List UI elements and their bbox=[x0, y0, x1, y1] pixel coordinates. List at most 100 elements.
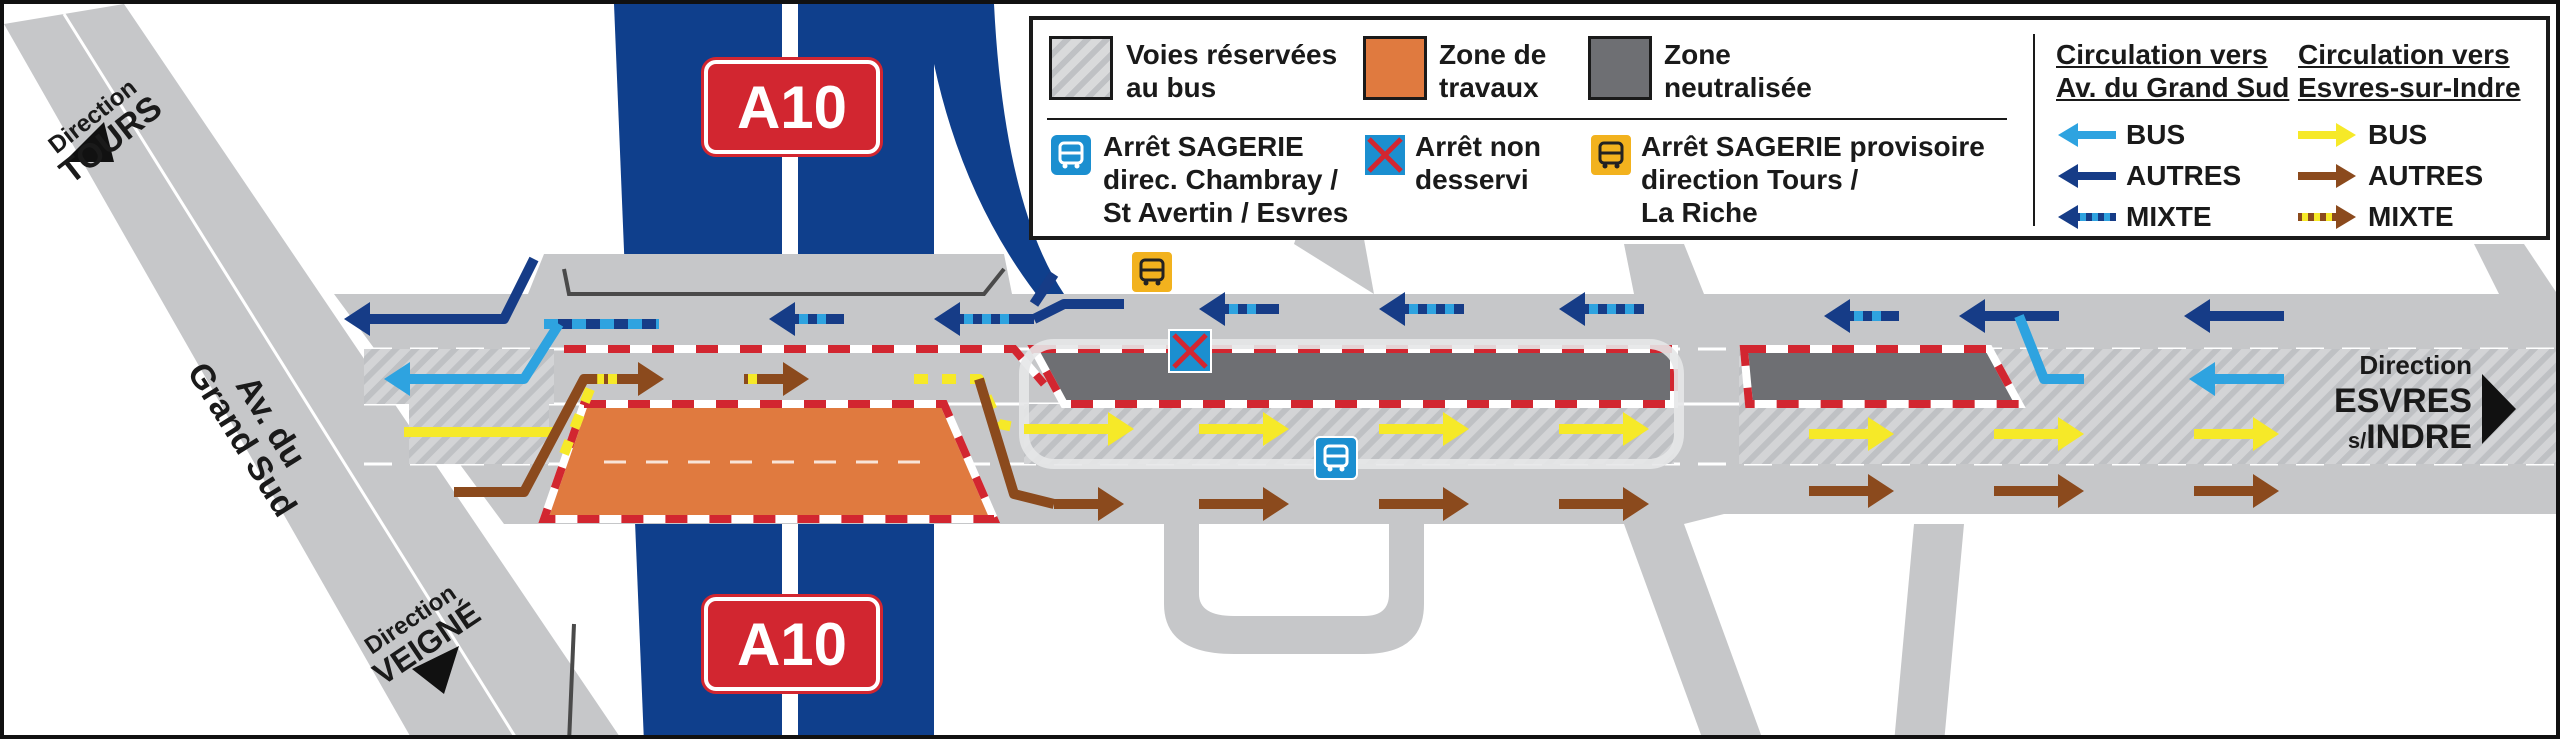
legend-flow-label: AUTRES bbox=[2368, 160, 2484, 191]
direction-place-suffix: INDRE bbox=[2366, 418, 2472, 456]
arrow-right-icon bbox=[2194, 417, 2279, 451]
a10-sign-north: A10 bbox=[704, 60, 880, 154]
bus-icon bbox=[1058, 141, 1084, 169]
map-canvas bbox=[4, 4, 2556, 735]
legend-line: Circulation vers bbox=[2056, 39, 2268, 70]
legend-not-served: Arrêt non desservi bbox=[1415, 130, 1541, 196]
arrow-left-icon bbox=[344, 302, 404, 336]
legend-line: Av. du Grand Sud bbox=[2056, 72, 2290, 103]
legend-line: desservi bbox=[1415, 164, 1529, 195]
legend-flow-item: BUS bbox=[2298, 118, 2427, 151]
arrow-left-icon bbox=[769, 302, 844, 336]
legend-line: direction Tours / bbox=[1641, 164, 1859, 195]
legend-line: Arrêt SAGERIE bbox=[1103, 131, 1304, 162]
direction-veigne-arrow bbox=[412, 646, 459, 694]
legend-line: travaux bbox=[1439, 72, 1539, 103]
arrow-right-icon bbox=[2298, 204, 2356, 229]
direction-place-line2: s/INDRE bbox=[2322, 420, 2472, 454]
arrow-left-icon bbox=[2058, 122, 2116, 147]
sagerie-stop-marker bbox=[1314, 436, 1358, 480]
legend-line: St Avertin / Esvres bbox=[1103, 197, 1349, 228]
legend-works: Zone de travaux bbox=[1439, 38, 1546, 104]
arrow-right-icon bbox=[1024, 412, 1134, 446]
bus-icon bbox=[1139, 258, 1165, 286]
arrow-right-icon bbox=[2194, 474, 2279, 508]
not-served-swatch bbox=[1363, 133, 1407, 177]
not-served-stop-marker bbox=[1168, 329, 1212, 373]
legend-neutralized: Zone neutralisée bbox=[1664, 38, 1812, 104]
arrow-left-icon bbox=[934, 302, 1034, 336]
direction-place-line1: ESVRES bbox=[2334, 382, 2472, 420]
legend-flow-label: BUS bbox=[2368, 119, 2428, 150]
legend: Voies réservées au bus Zone de travaux Z… bbox=[1029, 16, 2550, 240]
legend-flow-label: MIXTE bbox=[2126, 201, 2212, 232]
arrow-right-icon bbox=[2298, 163, 2356, 188]
direction-word: Direction bbox=[2359, 350, 2472, 380]
bridge-rails bbox=[562, 267, 1006, 735]
arrow-right-icon bbox=[1809, 474, 1894, 508]
direction-place-prefix: s/ bbox=[2347, 428, 2367, 453]
traffic-arrows bbox=[344, 256, 2284, 521]
arrow-left-icon bbox=[384, 362, 444, 396]
arrow-right-icon bbox=[1199, 487, 1289, 521]
legend-flow-item: MIXTE bbox=[2056, 200, 2212, 233]
arrow-right-icon bbox=[2298, 122, 2356, 147]
direction-esvres-label: Direction ESVRES s/INDRE bbox=[2322, 352, 2472, 454]
bus-icon bbox=[1598, 141, 1624, 169]
arrow-left-icon bbox=[2184, 299, 2284, 333]
arrow-right-icon bbox=[744, 362, 809, 396]
arrow-right-icon bbox=[1054, 487, 1124, 521]
arrow-left-icon bbox=[1559, 292, 1644, 326]
legend-line: Voies réservées bbox=[1126, 39, 1338, 70]
legend-flow-item: AUTRES bbox=[2056, 159, 2241, 192]
arrow-left-icon bbox=[1199, 292, 1279, 326]
legend-line: neutralisée bbox=[1664, 72, 1812, 103]
legend-flow-esvres-heading: Circulation vers Esvres-sur-Indre bbox=[2298, 38, 2521, 104]
arrow-right-icon bbox=[1559, 412, 1649, 446]
legend-line: au bus bbox=[1126, 72, 1217, 103]
route-ramp bbox=[1031, 299, 1124, 324]
temporary-stop-marker bbox=[1130, 250, 1174, 294]
direction-tours-arrow bbox=[64, 122, 114, 162]
arrow-right-icon bbox=[1199, 412, 1289, 446]
direction-esvres-arrow bbox=[2482, 374, 2516, 444]
legend-line: La Riche bbox=[1641, 197, 1758, 228]
arrow-right-icon bbox=[1379, 487, 1469, 521]
legend-flow-label: BUS bbox=[2126, 119, 2186, 150]
cross-icon bbox=[1367, 137, 1403, 173]
neutralized-swatch bbox=[1588, 36, 1652, 100]
arrow-right-icon bbox=[604, 362, 664, 396]
legend-line: Zone bbox=[1664, 39, 1731, 70]
route-bus-west bbox=[414, 321, 564, 384]
a10-sign-south: A10 bbox=[704, 597, 880, 691]
legend-line: Zone de bbox=[1439, 39, 1547, 70]
arrow-right-icon bbox=[1994, 417, 2084, 451]
route-other-west bbox=[374, 256, 539, 324]
legend-line: direc. Chambray / bbox=[1103, 164, 1338, 195]
bus-icon bbox=[1323, 444, 1349, 472]
bus-lanes-swatch bbox=[1049, 36, 1113, 100]
legend-flow-item: MIXTE bbox=[2298, 200, 2454, 233]
arrow-left-icon bbox=[2189, 362, 2284, 396]
legend-line: Arrêt non bbox=[1415, 131, 1541, 162]
sagerie-stop-swatch bbox=[1051, 135, 1091, 175]
arrow-left-icon bbox=[2058, 204, 2116, 229]
works-swatch bbox=[1363, 36, 1427, 100]
legend-temporary-stop: Arrêt SAGERIE provisoire direction Tours… bbox=[1641, 130, 1985, 229]
legend-sagerie-stop: Arrêt SAGERIE direc. Chambray / St Avert… bbox=[1103, 130, 1348, 229]
arrow-right-icon bbox=[1559, 487, 1649, 521]
route-ramp-up bbox=[1029, 271, 1059, 307]
temporary-stop-swatch bbox=[1589, 133, 1633, 177]
arrow-left-icon bbox=[1824, 299, 1899, 333]
route-bus-west-east bbox=[2014, 314, 2084, 384]
arrow-right-icon bbox=[1379, 412, 1469, 446]
legend-bus-lanes: Voies réservées au bus bbox=[1126, 38, 1337, 104]
legend-line: Circulation vers bbox=[2298, 39, 2510, 70]
arrow-right-icon bbox=[1994, 474, 2084, 508]
legend-flow-item: AUTRES bbox=[2298, 159, 2483, 192]
legend-flow-grand-sud-heading: Circulation vers Av. du Grand Sud bbox=[2056, 38, 2289, 104]
arrow-left-icon bbox=[1379, 292, 1464, 326]
legend-line: Arrêt SAGERIE provisoire bbox=[1641, 131, 1985, 162]
legend-flow-label: MIXTE bbox=[2368, 201, 2454, 232]
route-other-east-2 bbox=[974, 377, 1056, 509]
